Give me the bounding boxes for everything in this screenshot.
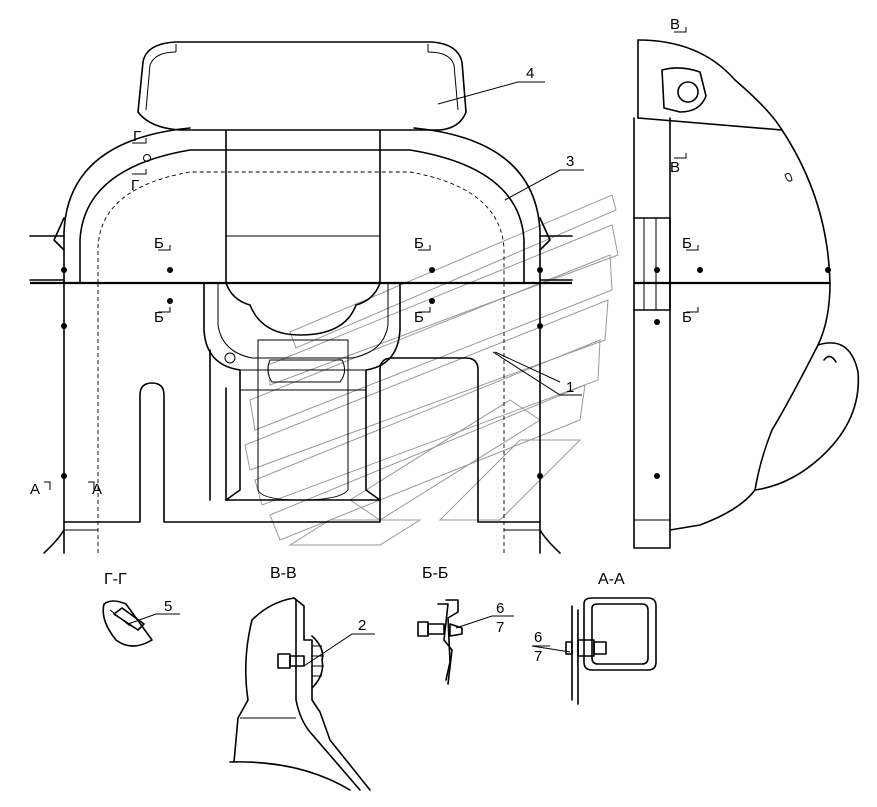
callout-6-aa: 6 [534,629,542,646]
callout-3: 3 [566,153,574,170]
section-title-aa: А-А [598,571,625,588]
section-vv-detail [229,597,371,791]
section-title-vv: В-В [270,565,297,582]
marker-a-right: А [92,481,102,498]
callout-6-bb: 6 [496,600,504,617]
callout-4: 4 [526,65,534,82]
marker-g-bottom: Г [131,177,139,194]
section-title-bb: Б-Б [422,565,448,582]
section-aa-detail [565,597,657,705]
callout-2: 2 [358,617,366,634]
marker-b-side-top: Б [682,235,692,252]
marker-v-bottom: В [670,159,680,176]
leader-lines [127,81,584,667]
marker-b-side-bottom: Б [682,309,692,326]
watermark-logo [244,194,619,546]
section-titles: Г-Г В-В Б-Б А-А [104,565,625,588]
front-view [29,41,573,554]
section-title-gg: Г-Г [104,571,127,588]
callout-5: 5 [164,598,172,615]
section-marker-strokes [44,27,699,490]
marker-b-center-bottom: Б [414,309,424,326]
callout-1: 1 [566,379,574,396]
marker-v-top: В [670,16,680,33]
fastener-dots [61,154,543,479]
marker-a-left: А [30,481,40,498]
marker-b-left-bottom: Б [154,309,164,326]
marker-b-center-top: Б [414,235,424,252]
view-marker-labels: Г Г Б Б Б Б Б Б В В А А [30,16,692,498]
callout-7-aa: 7 [534,648,542,665]
marker-b-left-top: Б [154,235,164,252]
side-view [633,39,860,549]
callout-numbers: 1 2 3 4 5 6 7 6 7 [164,65,574,665]
callout-7-bb: 7 [496,619,504,636]
section-bb-detail [417,599,463,685]
section-gg-detail [102,600,153,647]
marker-g-top: Г [133,128,141,145]
